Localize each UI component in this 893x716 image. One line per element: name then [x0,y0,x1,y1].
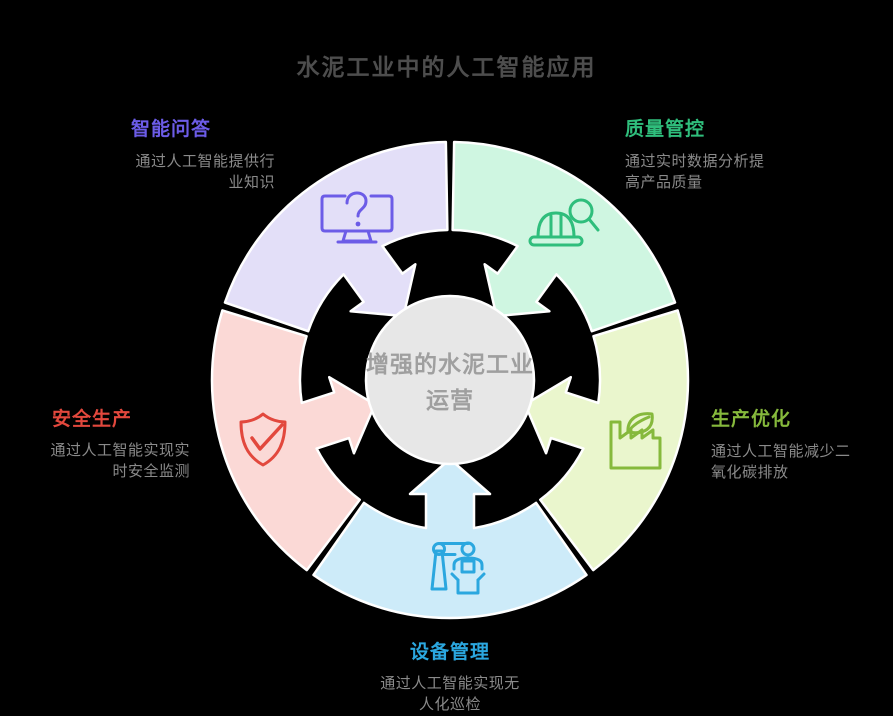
segment-title-production: 生产优化 [711,408,792,430]
segment-title-qa: 智能问答 [131,118,212,140]
segment-title-equipment: 设备管理 [409,641,490,663]
robot-arm-icon [430,541,486,595]
segment-desc-equipment: 通过人工智能实现无 人化巡检 [380,674,520,713]
center-circle [364,294,536,466]
monitor-question-icon [320,191,394,244]
segment-safety [210,309,377,572]
segment-desc-qa: 通过人工智能提供行 业知识 [135,152,275,191]
segment-title-quality: 质量管控 [625,118,706,140]
segment-desc-safety: 通过人工智能实现实 时安全监测 [50,441,190,480]
center-label: 增强的水泥工业运营 [366,351,534,414]
hardhat-magnifier-icon [528,198,600,247]
diagram-title: 水泥工业中的人工智能应用 [296,54,597,81]
factory-leaf-icon [609,412,662,470]
segment-desc-production: 通过人工智能减少二 氧化碳排放 [711,442,851,481]
segment-qa [223,140,449,333]
segment-equipment [312,457,588,620]
ring-segments [210,140,690,620]
shield-check-icon [239,412,287,467]
segment-desc-quality: 通过实时数据分析提 高产品质量 [625,152,765,191]
segment-title-safety: 安全生产 [52,408,133,430]
segment-production [523,309,690,572]
